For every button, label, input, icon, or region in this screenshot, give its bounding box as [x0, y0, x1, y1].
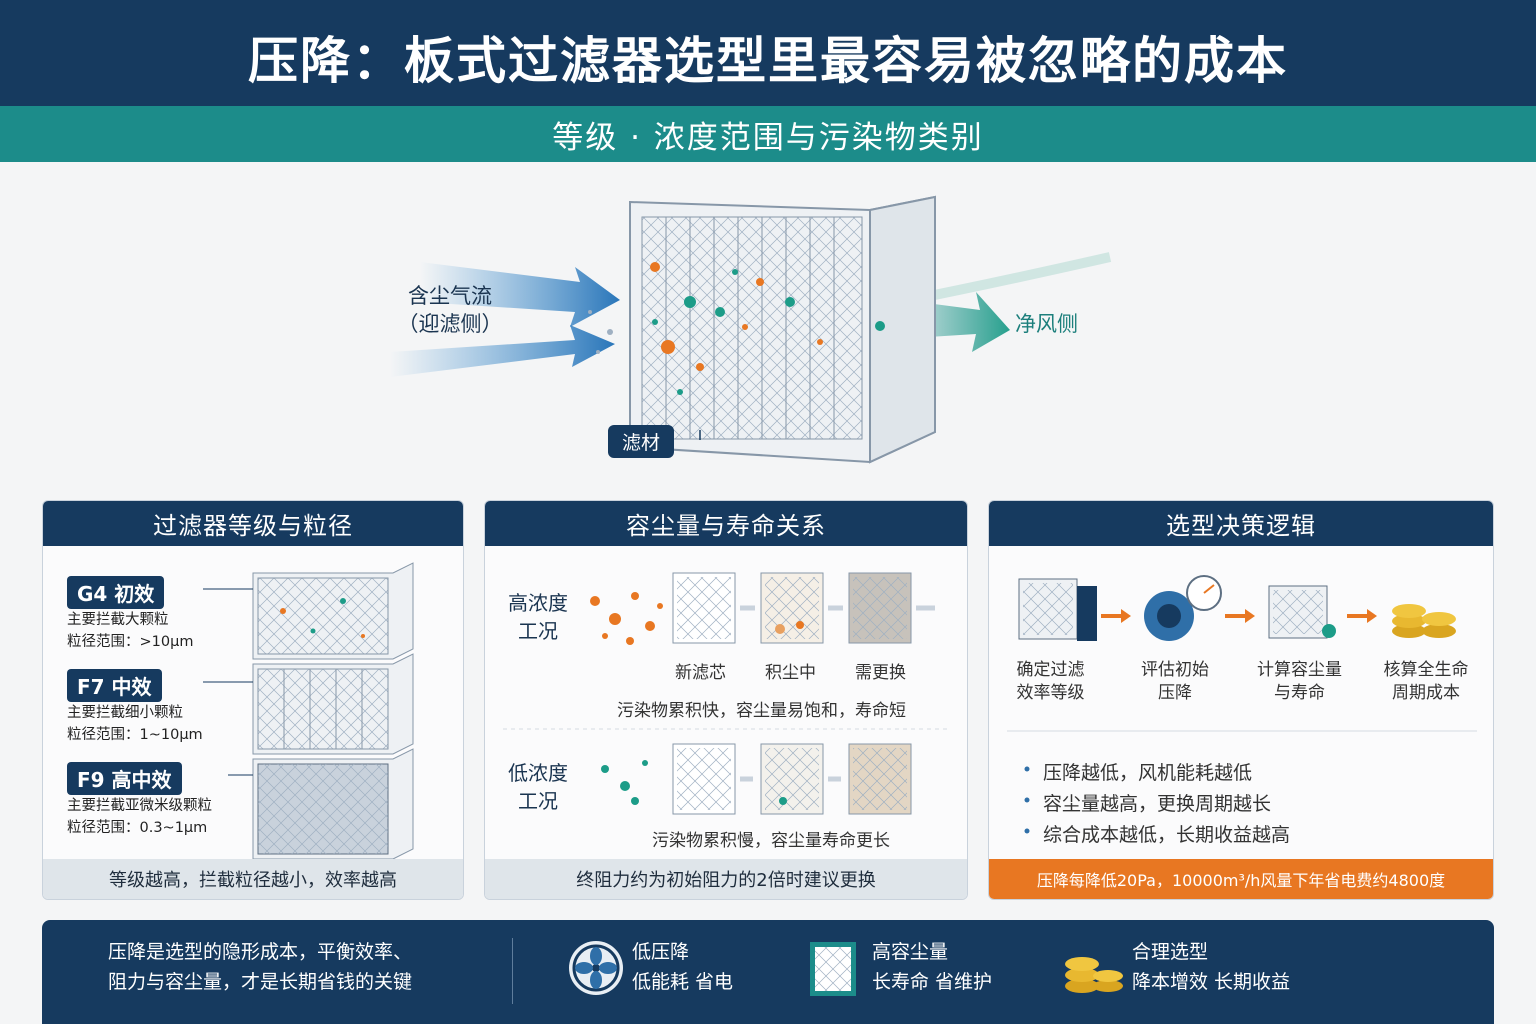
fan-pressure-icon: [1144, 575, 1222, 641]
high-label-line2: 工况: [518, 619, 558, 643]
high-concentration-note: 污染物累积快，容尘量易饱和，寿命短: [617, 701, 906, 721]
high-filter-replace-icon: [848, 572, 912, 644]
grade-g4-label: G4 初效: [67, 576, 165, 609]
panel-decision-logic: 选型决策逻辑 确定过滤效率等级 评估初始压降 计算容尘量与寿命 核算全生命周期成…: [988, 500, 1494, 900]
low-label-line1: 低浓度: [508, 761, 568, 785]
benefit-1-desc: 低能耗 省电: [632, 971, 734, 993]
subtitle-bar: 等级 · 浓度范围与污染物类别: [0, 106, 1536, 162]
step-4: 核算全生命周期成本: [1371, 659, 1481, 705]
step-1: 确定过滤效率等级: [1003, 659, 1098, 705]
grade-f7-label: F7 中效: [67, 669, 162, 702]
high-filter-loading-icon: [760, 572, 824, 644]
grade-g4-range: 粒径范围：>10μm: [67, 634, 194, 650]
high-dust-particles: [590, 592, 663, 645]
step-3-line2: 与寿命: [1274, 683, 1325, 703]
filter-airflow-graphic: [390, 195, 1112, 464]
stage-replace-label: 需更换: [855, 663, 906, 683]
grade-f7-desc: 主要拦截细小颗粒: [67, 705, 183, 721]
coins-icon: [1065, 957, 1123, 993]
panel-dust-title: 容尘量与寿命关系: [485, 501, 967, 546]
grade-g4-desc: 主要拦截大颗粒: [67, 612, 169, 628]
dust-particles: [588, 262, 885, 395]
dusty-air-label-line2: （迎滤侧）: [397, 312, 503, 336]
hero-illustration: 含尘气流 （迎滤侧） 净风侧 滤材: [0, 162, 1536, 492]
filter-capacity-icon: [1268, 585, 1336, 639]
benefit-1-title: 低压降: [632, 941, 690, 963]
clean-side-label: 净风侧: [1015, 312, 1078, 336]
summary-bar: 压降是选型的隐形成本，平衡效率、 阻力与容尘量，才是长期省钱的关键 低压降 低能…: [42, 920, 1494, 1024]
decision-flow-graphic: [1007, 575, 1477, 834]
step-2: 评估初始压降: [1125, 659, 1225, 705]
filter-icon: [810, 942, 856, 996]
grade-f7-range: 粒径范围：1~10μm: [67, 727, 203, 743]
step-4-line2: 周期成本: [1392, 683, 1460, 703]
stage-loading-label: 积尘中: [765, 663, 816, 683]
benefit-3-desc: 降本增效 长期收益: [1132, 971, 1291, 993]
summary-line1: 压降是选型的隐形成本，平衡效率、: [108, 941, 413, 963]
panel-dust-footer: 终阻力约为初始阻力的2倍时建议更换: [485, 859, 967, 899]
dusty-air-arrows: [390, 262, 620, 377]
dusty-air-label-line1: 含尘气流: [408, 284, 492, 308]
low-label-line2: 工况: [518, 789, 558, 813]
grade-filter-illustrations: [203, 562, 414, 860]
high-concentration-label: 高浓度 工况: [503, 589, 573, 645]
benefit-icons: [569, 941, 1123, 996]
step-1-line1: 确定过滤: [1016, 660, 1085, 680]
grade-f9-desc: 主要拦截亚微米级颗粒: [67, 798, 212, 814]
benefit-2-title: 高容尘量: [872, 941, 949, 963]
high-filter-new-icon: [672, 572, 736, 644]
step-3-line1: 计算容尘量: [1257, 660, 1342, 680]
fan-icon: [569, 941, 623, 995]
filter-unit: [629, 195, 936, 464]
bullet-3: 综合成本越低，长期收益越高: [1043, 824, 1291, 846]
summary-divider: [512, 938, 513, 1004]
page-title: 压降：板式过滤器选型里最容易被忽略的成本: [248, 32, 1288, 90]
grade-f9-label: F9 高中效: [67, 762, 182, 795]
low-filter-used-icon: [848, 743, 912, 815]
low-filter-new-icon: [672, 743, 736, 815]
grade-f9-range: 粒径范围：0.3~1μm: [67, 820, 208, 836]
energy-saving-highlight: 压降每降低20Pa，10000m³/h风量下年省电费约4800度: [989, 859, 1493, 899]
dust-stage-illustrations: [503, 572, 951, 815]
panel-dust-capacity: 容尘量与寿命关系 高浓度 工况 新滤芯 积尘中 需更换 污染物累积快，容尘量易饱…: [484, 500, 968, 900]
f7-filter-icon: [203, 653, 414, 755]
low-dust-particles: [601, 760, 648, 805]
step-1-line2: 效率等级: [1016, 683, 1085, 703]
step-2-line1: 评估初始: [1141, 660, 1209, 680]
low-filter-loading-icon: [760, 743, 824, 815]
panel-grades-title: 过滤器等级与粒径: [43, 501, 463, 546]
step-3: 计算容尘量与寿命: [1247, 659, 1352, 705]
low-concentration-label: 低浓度 工况: [503, 759, 573, 815]
bullet-1: 压降越低，风机能耗越低: [1043, 762, 1253, 784]
summary-line2: 阻力与容尘量，才是长期省钱的关键: [108, 971, 413, 993]
bullet-2: 容尘量越高，更换周期越长: [1043, 793, 1272, 815]
media-tag: 滤材: [608, 425, 675, 458]
benefit-2-desc: 长寿命 省维护: [872, 971, 993, 993]
step-2-line2: 压降: [1158, 683, 1192, 703]
high-label-line1: 高浓度: [508, 591, 568, 615]
panel-grades: 过滤器等级与粒径 G4 初效 主要拦截大颗粒 粒径范围：>10μm F7 中效 …: [42, 500, 464, 900]
f9-filter-icon: [228, 748, 414, 860]
g4-filter-icon: [203, 562, 414, 660]
dusty-air-label: 含尘气流 （迎滤侧）: [395, 282, 505, 338]
benefit-3-title: 合理选型: [1132, 941, 1209, 963]
stage-new-label: 新滤芯: [675, 663, 726, 683]
coins-icon: [1392, 604, 1456, 638]
title-bar: 压降：板式过滤器选型里最容易被忽略的成本: [0, 0, 1536, 106]
panel-grades-footer: 等级越高，拦截粒径越小，效率越高: [43, 859, 463, 899]
step-4-line1: 核算全生命: [1383, 660, 1469, 680]
page-subtitle: 等级 · 浓度范围与污染物类别: [552, 119, 984, 156]
panel-logic-title: 选型决策逻辑: [989, 501, 1493, 546]
low-concentration-note: 污染物累积慢，容尘量寿命更长: [652, 831, 890, 851]
filter-grade-icon: [1018, 578, 1097, 641]
